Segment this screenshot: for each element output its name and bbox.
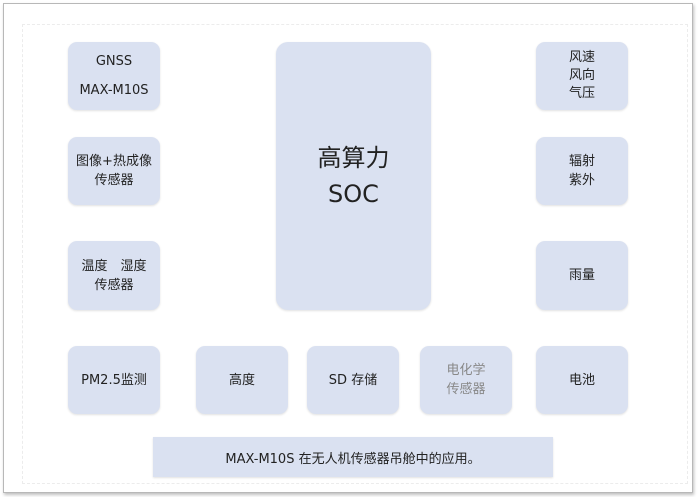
box-label: 传感器 bbox=[94, 277, 134, 293]
box-label: 电化学 bbox=[446, 363, 486, 378]
soc-box: 高算力 SOC bbox=[276, 42, 431, 310]
battery-box: 电池 bbox=[536, 346, 628, 414]
box-label: SD 存储 bbox=[328, 372, 378, 388]
temp-humidity-sensor-box: 温度 湿度 传感器 bbox=[68, 241, 160, 310]
gnss-model-label: MAX-M10S bbox=[79, 83, 149, 98]
gnss-label: GNSS bbox=[95, 54, 133, 69]
box-label: 辐射 bbox=[568, 154, 595, 169]
electrochemical-sensor-box: 电化学 传感器 bbox=[420, 346, 512, 414]
wind-pressure-box: 风速 风向 气压 bbox=[536, 42, 628, 110]
rainfall-box: 雨量 bbox=[536, 241, 628, 310]
image-sensor-box: 图像+热成像 传感器 bbox=[68, 137, 160, 205]
diagram-area bbox=[22, 24, 688, 484]
box-label: 风速 bbox=[568, 50, 595, 65]
box-label: 风向 bbox=[568, 68, 595, 83]
pm25-box: PM2.5监测 bbox=[68, 346, 160, 414]
box-label: 雨量 bbox=[568, 268, 595, 283]
box-label: 紫外 bbox=[568, 173, 595, 188]
altitude-box: 高度 bbox=[196, 346, 288, 414]
box-label: 传感器 bbox=[446, 382, 486, 397]
box-label: 图像+热成像 bbox=[76, 154, 152, 169]
gnss-module-box: GNSS MAX-M10S bbox=[68, 42, 160, 110]
box-label: 高度 bbox=[228, 372, 255, 388]
box-label: 传感器 bbox=[94, 173, 134, 188]
sd-storage-box: SD 存储 bbox=[307, 346, 399, 414]
box-label: 气压 bbox=[568, 86, 595, 101]
soc-label: SOC bbox=[328, 180, 379, 208]
box-label: 电池 bbox=[568, 372, 595, 388]
box-label: PM2.5监测 bbox=[81, 372, 147, 388]
radiation-uv-box: 辐射 紫外 bbox=[536, 137, 628, 205]
box-label: 温度 湿度 bbox=[81, 258, 147, 274]
caption: MAX-M10S 在无人机传感器吊舱中的应用。 bbox=[153, 437, 553, 477]
soc-label: 高算力 bbox=[317, 144, 390, 172]
